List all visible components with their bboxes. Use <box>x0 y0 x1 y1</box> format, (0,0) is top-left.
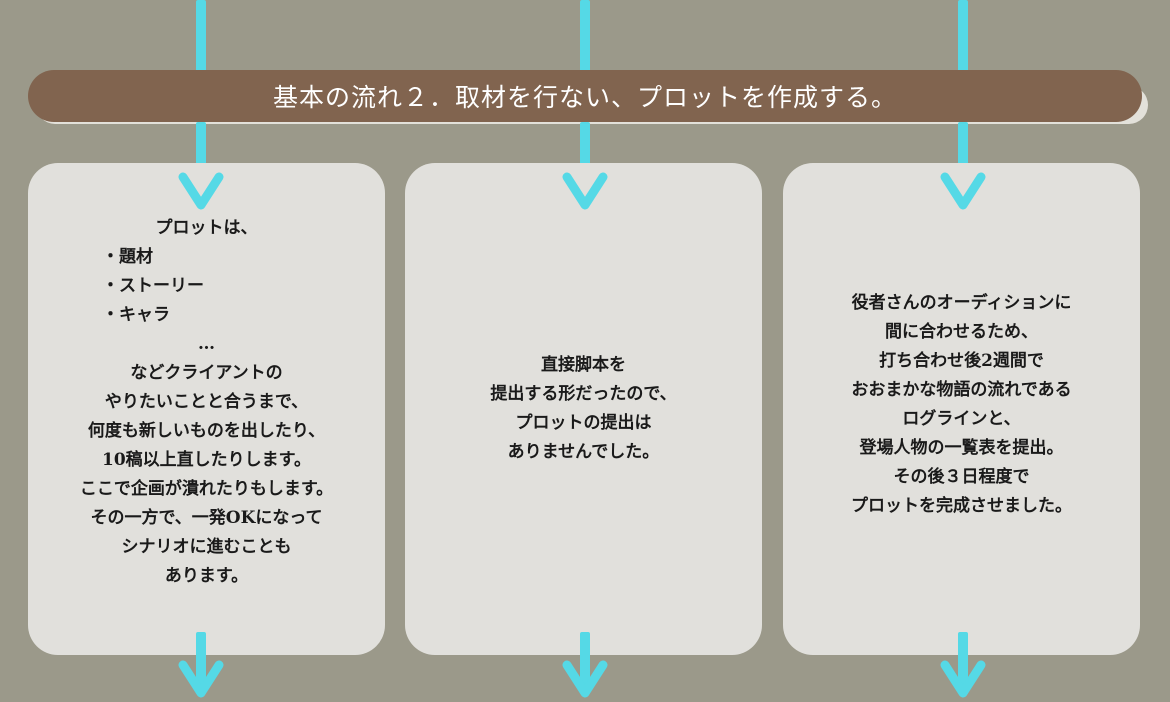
card-3-line: 間に合わせるため、 <box>885 322 1038 342</box>
card-2-line: ありませんでした。 <box>507 442 660 462</box>
connector-line-top-2 <box>580 0 590 80</box>
connector-line-mid-1 <box>196 122 206 182</box>
connector-line-bottom-3 <box>958 632 968 692</box>
plot-elements-list: ・題材 ・ストーリー ・キャラ <box>102 243 204 330</box>
card-research: プロットは、 ・題材 ・ストーリー ・キャラ … などクライアントの やりたいこ… <box>28 163 385 655</box>
card-3-line: その後３日程度で <box>893 467 1030 487</box>
card-3-line: おおまかな物語の流れである <box>851 380 1072 400</box>
step-banner-title: 基本の流れ２．取材を行ない、プロットを作成する。 <box>272 83 897 112</box>
arrow-down-icon <box>562 660 608 698</box>
arrow-down-icon <box>562 172 608 210</box>
connector-line-top-1 <box>196 0 206 80</box>
card-1-line: シナリオに進むことも <box>121 536 292 557</box>
card-1-line: その一方で、一発OKになって <box>90 507 323 528</box>
connector-line-top-3 <box>958 0 968 80</box>
list-item: ・題材 <box>102 246 153 267</box>
list-item: ・キャラ <box>102 304 170 325</box>
card-2-line: プロットの提出は <box>515 413 652 433</box>
list-item: ・ストーリー <box>102 275 204 296</box>
card-3-line: 打ち合わせ後2週間で <box>879 351 1044 371</box>
card-1-intro: プロットは、 <box>155 217 258 238</box>
card-1-line: 何度も新しいものを出したり、 <box>87 420 326 441</box>
arrow-down-icon <box>940 660 986 698</box>
card-1-line: やりたいことと合うまで、 <box>104 391 309 412</box>
card-3-line: 役者さんのオーディションに <box>851 293 1072 313</box>
card-1-line: 10稿以上直したりします。 <box>102 449 311 470</box>
ellipsis: … <box>198 333 215 354</box>
card-audition-plot: 役者さんのオーディションに 間に合わせるため、 打ち合わせ後2週間で おおまかな… <box>783 163 1140 655</box>
card-1-line: ここで企画が潰れたりもします。 <box>79 478 334 499</box>
arrow-down-icon <box>178 660 224 698</box>
connector-line-bottom-2 <box>580 632 590 692</box>
card-2-line: 直接脚本を <box>541 355 626 375</box>
card-3-line: プロットを完成させました。 <box>851 496 1072 516</box>
connector-line-bottom-1 <box>196 632 206 692</box>
card-1-line: などクライアントの <box>130 362 283 383</box>
card-3-line: ログラインと、 <box>902 409 1021 429</box>
card-direct-script: 直接脚本を 提出する形だったので、 プロットの提出は ありませんでした。 <box>405 163 762 655</box>
connector-line-mid-2 <box>580 122 590 182</box>
card-3-line: 登場人物の一覧表を提出。 <box>859 438 1064 458</box>
arrow-down-icon <box>940 172 986 210</box>
card-2-line: 提出する形だったので、 <box>490 384 677 404</box>
connector-line-mid-3 <box>958 122 968 182</box>
step-banner: 基本の流れ２．取材を行ない、プロットを作成する。 <box>28 70 1142 122</box>
card-1-line: あります。 <box>164 565 249 586</box>
arrow-down-icon <box>178 172 224 210</box>
